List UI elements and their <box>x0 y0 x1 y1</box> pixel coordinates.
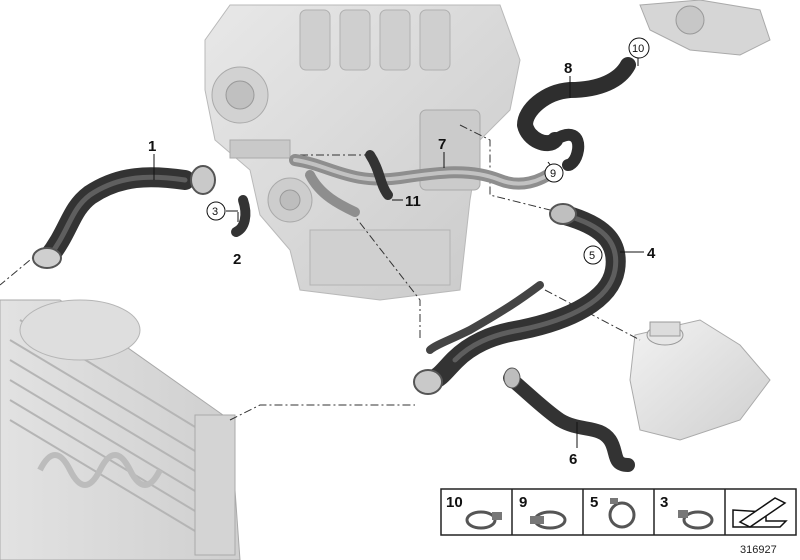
legend-cell-5: 5 <box>590 494 636 529</box>
dash-dot-leaders <box>0 124 641 421</box>
hose-8 <box>517 57 636 152</box>
clamp-legend: 10 9 5 3 <box>440 488 797 536</box>
legend-label-3: 3 <box>660 494 668 511</box>
callout-labels: 1 2 3 4 5 6 7 8 9 10 11 <box>148 37 656 468</box>
hose-1 <box>38 167 195 268</box>
hose-clamp-icon <box>465 510 502 530</box>
callout-3-circle <box>206 201 226 221</box>
legend-label-9: 9 <box>519 494 527 511</box>
legend-cell-10: 10 <box>446 494 502 530</box>
thermostat-housing <box>639 0 771 56</box>
callout-11: 11 <box>405 193 421 210</box>
callout-8: 8 <box>564 60 572 77</box>
callout-1: 1 <box>148 138 156 155</box>
legend-label-5: 5 <box>590 494 598 511</box>
callout-10: 10 <box>632 43 644 55</box>
diagram-id: 316927 <box>740 544 777 556</box>
callout-9: 9 <box>550 168 556 180</box>
hose-6 <box>503 371 635 472</box>
hose-11 <box>365 150 393 200</box>
callout-leaders <box>153 57 644 448</box>
callout-9-circle <box>544 163 564 183</box>
callout-3: 3 <box>212 206 218 218</box>
callout-4: 4 <box>647 245 656 262</box>
legend-cell-9: 9 <box>519 494 567 530</box>
spring-clamp-icon <box>608 498 636 529</box>
callout-2: 2 <box>233 251 241 268</box>
hose-2 <box>231 195 251 237</box>
legend-arrow-cell <box>732 497 788 528</box>
legend-label-10: 10 <box>446 494 463 511</box>
hoses <box>32 57 636 472</box>
band-clamp-icon <box>678 510 714 530</box>
radiator <box>0 299 241 560</box>
callout-6: 6 <box>569 451 577 468</box>
callout-10-circle <box>628 37 650 59</box>
engine-block <box>204 4 521 301</box>
callout-7: 7 <box>438 136 446 153</box>
callout-5-circle <box>583 245 603 265</box>
legend-cell-3: 3 <box>660 494 714 530</box>
worm-clamp-icon <box>530 510 567 530</box>
expansion-tank <box>629 319 771 441</box>
callout-5: 5 <box>589 250 595 262</box>
